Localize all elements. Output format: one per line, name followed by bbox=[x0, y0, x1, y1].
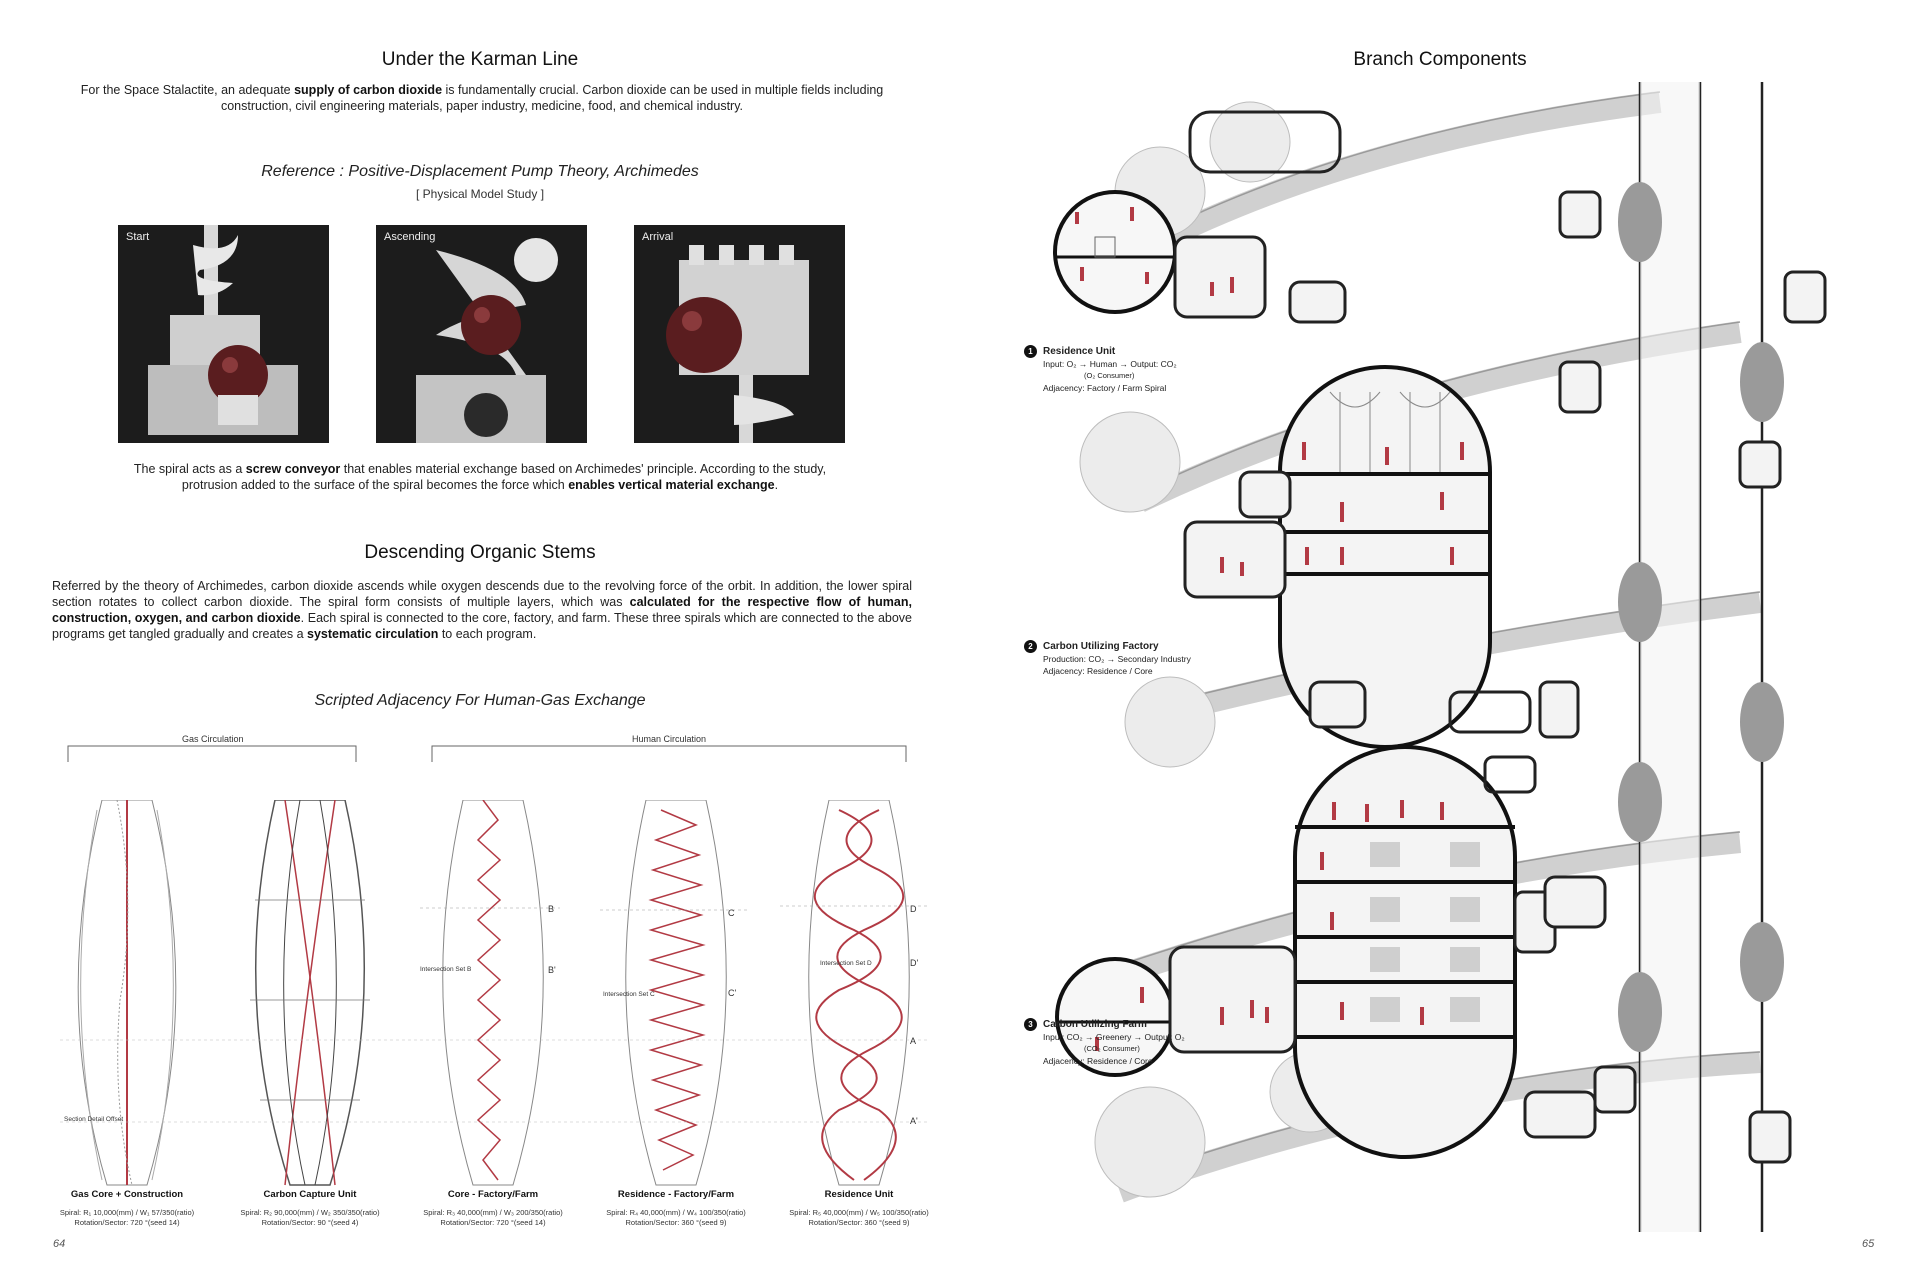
vase-spec-3: Spiral: R₃ 40,000(mm) / W₃ 200/350(ratio… bbox=[403, 1208, 583, 1228]
model-photo-ascending: Ascending bbox=[376, 225, 587, 443]
legend-2-line3: Adjacency: Residence / Core bbox=[1043, 666, 1153, 676]
label-b-prime: B' bbox=[548, 965, 556, 975]
label-c-prime: C' bbox=[728, 988, 737, 998]
right-page: Branch Components bbox=[960, 0, 1920, 1280]
stems-bold-1: calculated for the respective flow of hu… bbox=[52, 595, 912, 625]
intro-paragraph: For the Space Stalactite, an adequate su… bbox=[52, 82, 912, 114]
intro-text-1: For the Space Stalactite, an adequate bbox=[80, 83, 295, 97]
vase-spec-4-line2: Rotation/Sector: 360 °(seed 9) bbox=[625, 1218, 727, 1227]
stems-text-2: . Each spiral is connected to the core, … bbox=[52, 611, 913, 641]
intro-text-2: is fundamentally crucial. Carbon dioxide… bbox=[220, 83, 884, 113]
stems-bold-2: systematic circulation bbox=[307, 627, 439, 641]
page-title: Under the Karman Line bbox=[381, 49, 579, 70]
legend-number-3: 3 bbox=[1024, 1018, 1037, 1031]
spiral-text-2: that enables material exchange based on … bbox=[181, 462, 827, 492]
intersection-d-label: Intersection Set D bbox=[820, 960, 872, 967]
vase-spec-5-line2: Rotation/Sector: 360 °(seed 9) bbox=[808, 1218, 910, 1227]
label-c: C bbox=[728, 908, 735, 918]
branch-components-title: Branch Components bbox=[1353, 49, 1527, 70]
vase-spec-5-line1: Spiral: R₅ 40,000(mm) / W₅ 100/350(ratio… bbox=[789, 1208, 929, 1217]
spiral-text-3: . bbox=[774, 478, 779, 492]
vase-spec-2: Spiral: R₂ 90,000(mm) / W₂ 350/350(ratio… bbox=[220, 1208, 400, 1228]
legend-1-line2: (O₂ Consumer) bbox=[1084, 371, 1135, 380]
section-title: Descending Organic Stems bbox=[364, 542, 596, 563]
model-ascending-drawing bbox=[376, 225, 587, 443]
legend-1-line3: Adjacency: Factory / Farm Spiral bbox=[1043, 383, 1167, 393]
photo-label-arrival: Arrival bbox=[642, 231, 674, 243]
section-detail-label: Section Detail Offset bbox=[64, 1116, 124, 1123]
legend-number-2: 2 bbox=[1024, 640, 1037, 653]
vase-spec-2-line2: Rotation/Sector: 90 °(seed 4) bbox=[261, 1218, 359, 1227]
label-d: D bbox=[910, 904, 917, 914]
model-arrival-drawing bbox=[634, 225, 845, 443]
spiral-vase-gas-core bbox=[77, 800, 177, 1186]
legend-3-line1: Input: CO₂ → Greenery → Output: O₂ bbox=[1043, 1032, 1185, 1042]
legend-name-1: Residence Unit bbox=[1043, 345, 1116, 357]
reference-title: Reference : Positive-Displacement Pump T… bbox=[261, 163, 699, 180]
stems-paragraph: Referred by the theory of Archimedes, ca… bbox=[52, 578, 912, 642]
legend-name-3: Carbon Utilizing Farm bbox=[1043, 1018, 1147, 1030]
vase-caption-1: Gas Core + Construction bbox=[70, 1189, 184, 1200]
legend-1-line1: Input: O₂ → Human → Output: CO₂ bbox=[1043, 359, 1177, 369]
spiral-text-1: The spiral acts as a bbox=[133, 462, 246, 476]
spiral-paragraph: The spiral acts as a screw conveyor that… bbox=[110, 461, 850, 493]
legend-name-2: Carbon Utilizing Factory bbox=[1043, 640, 1159, 652]
vase-caption-4: Residence - Factory/Farm bbox=[617, 1189, 735, 1200]
label-d-prime: D' bbox=[910, 958, 919, 968]
intro-bold: supply of carbon dioxide bbox=[294, 83, 443, 97]
photo-label-start: Start bbox=[126, 231, 150, 243]
vase-spec-1: Spiral: R₁ 10,000(mm) / W₁ 57/350(ratio)… bbox=[37, 1208, 217, 1228]
spiral-vase-carbon-capture bbox=[250, 800, 370, 1186]
intersection-c-label: Intersection Set C bbox=[603, 991, 655, 998]
vase-spec-4: Spiral: R₄ 40,000(mm) / W₄ 100/350(ratio… bbox=[586, 1208, 766, 1228]
label-a: A bbox=[910, 1036, 917, 1046]
spiral-vase-residence-factory bbox=[625, 800, 727, 1186]
gas-circulation-label: Gas Circulation bbox=[178, 734, 248, 744]
left-page: Under the Karman Line For the Space Stal… bbox=[37, 49, 949, 1250]
vase-spec-1-line2: Rotation/Sector: 720 °(seed 14) bbox=[74, 1218, 180, 1227]
photo-label-ascending: Ascending bbox=[384, 231, 436, 243]
intersection-b-label: Intersection Set B bbox=[420, 966, 472, 973]
vase-caption-3: Core - Factory/Farm bbox=[447, 1189, 539, 1200]
page-number-left: 64 bbox=[53, 1238, 66, 1250]
spiral-vase-core-factory bbox=[442, 800, 544, 1186]
vase-spec-3-line1: Spiral: R₃ 40,000(mm) / W₃ 200/350(ratio… bbox=[423, 1208, 563, 1217]
spiral-bold-1: screw conveyor bbox=[245, 462, 341, 476]
spiral-bold-2: enables vertical material exchange bbox=[568, 478, 775, 492]
section-guide-lines bbox=[60, 905, 930, 1123]
circulation-brackets bbox=[67, 745, 907, 762]
human-circulation-label: Human Circulation bbox=[628, 734, 711, 744]
legend-carbon-factory: 2 Carbon Utilizing Factory Production: CO… bbox=[1024, 640, 1191, 677]
page-number-right: 65 bbox=[1862, 1238, 1875, 1250]
vase-spec-5: Spiral: R₅ 40,000(mm) / W₅ 100/350(ratio… bbox=[769, 1208, 949, 1228]
branch-components-drawing bbox=[1053, 82, 1827, 1232]
legend-3-line2: (CO₂ Consumer) bbox=[1084, 1044, 1140, 1053]
vase-spec-2-line1: Spiral: R₂ 90,000(mm) / W₂ 350/350(ratio… bbox=[240, 1208, 380, 1217]
legend-carbon-farm: 3 Carbon Utilizing Farm Input: CO₂ → Gree… bbox=[1024, 1018, 1185, 1067]
stems-text-3: to each program. bbox=[438, 627, 537, 641]
spiral-vase-residence-unit bbox=[808, 800, 910, 1186]
vase-spec-3-line2: Rotation/Sector: 720 °(seed 14) bbox=[440, 1218, 546, 1227]
model-photo-start: Start bbox=[118, 225, 329, 443]
legend-2-line1: Production: CO₂ → Secondary Industry bbox=[1043, 654, 1191, 664]
model-start-drawing bbox=[118, 225, 329, 443]
vase-caption-2: Carbon Capture Unit bbox=[263, 1189, 357, 1200]
vase-caption-5: Residence Unit bbox=[824, 1189, 894, 1200]
legend-residence-unit: 1 Residence Unit Input: O₂ → Human → Outp… bbox=[1024, 345, 1177, 394]
label-a-prime: A' bbox=[910, 1116, 918, 1126]
stems-text-1: Referred by the theory of Archimedes, ca… bbox=[52, 579, 912, 609]
vase-spec-1-line1: Spiral: R₁ 10,000(mm) / W₁ 57/350(ratio) bbox=[59, 1208, 195, 1217]
vase-spec-4-line1: Spiral: R₄ 40,000(mm) / W₄ 100/350(ratio… bbox=[606, 1208, 746, 1217]
reference-subtitle: [ Physical Model Study ] bbox=[415, 187, 545, 201]
diagram-title: Scripted Adjacency For Human-Gas Exchang… bbox=[314, 692, 646, 709]
legend-number-1: 1 bbox=[1024, 345, 1037, 358]
legend-3-line3: Adjacency: Residence / Core bbox=[1043, 1056, 1153, 1066]
model-photo-arrival: Arrival bbox=[634, 225, 845, 443]
label-b: B bbox=[548, 904, 555, 914]
